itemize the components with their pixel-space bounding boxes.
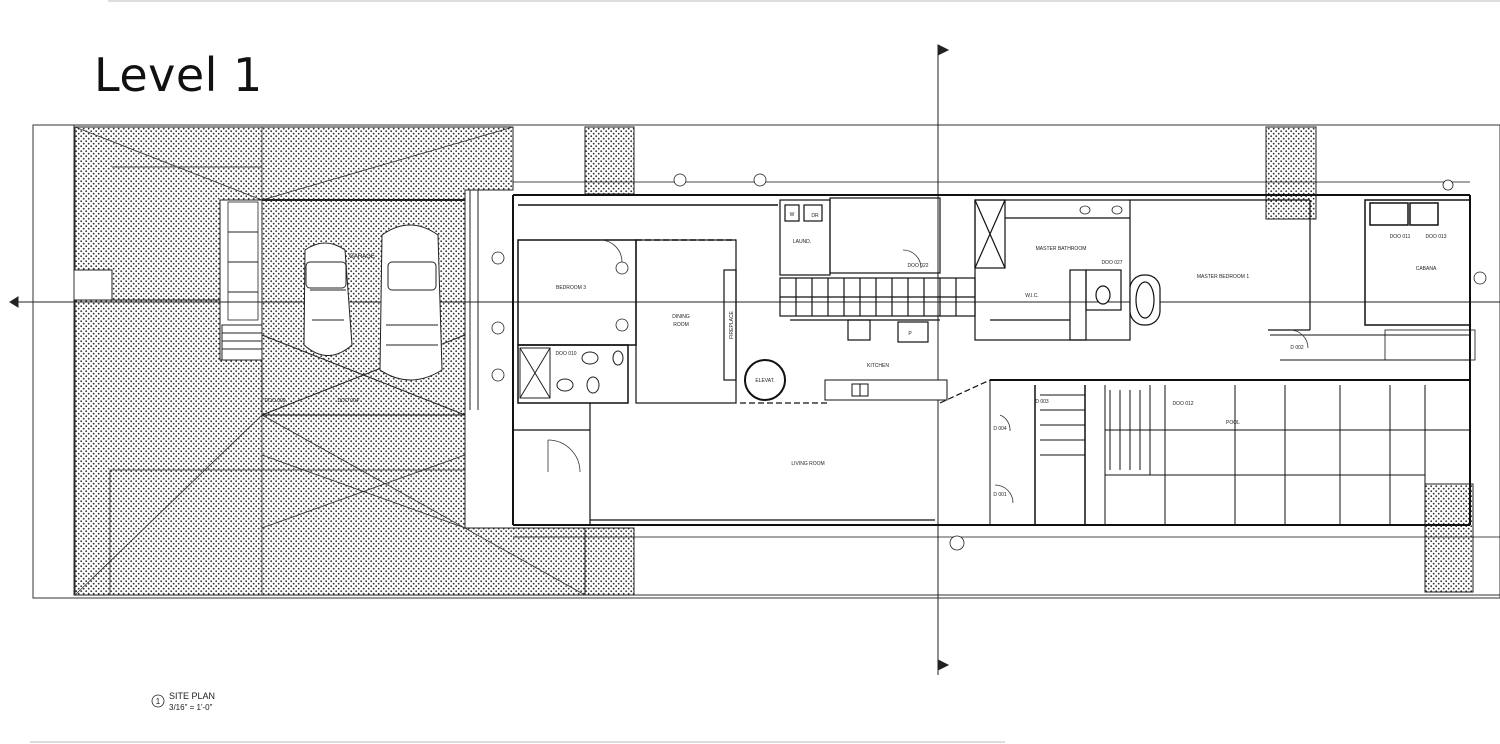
room-label-cabana: CABANA: [1416, 266, 1437, 272]
room-label-fireplace: FIREPLACE: [729, 310, 735, 338]
laundry-and-stairs: [740, 197, 991, 404]
elevator-shaft: [744, 359, 786, 401]
caption-title: SITE PLAN: [169, 691, 215, 701]
kitchen-island: [824, 379, 948, 401]
door-swings: [547, 239, 1309, 504]
bedroom-3-walls: [517, 204, 778, 404]
door-tag: D 001: [993, 492, 1007, 498]
cabana: [1364, 199, 1476, 361]
room-label-master-bathroom: MASTER BATHROOM: [1036, 246, 1087, 252]
room-label-dining-2: ROOM: [673, 322, 689, 328]
door-tag: D 002: [1290, 345, 1304, 351]
caption-number: 1: [156, 697, 161, 706]
room-label-kitchen: KITCHEN: [867, 363, 889, 369]
door-tag: DOO 009: [264, 398, 285, 404]
door-tags: DOO 004 DOO 009 DOO 010 DOO 027 DOO 022 …: [264, 234, 1446, 498]
door-tag: D 003: [1035, 399, 1049, 405]
door-tag: DOO 010: [555, 351, 576, 357]
grid-bubbles: [491, 173, 1487, 551]
car-icon: [379, 224, 443, 381]
bathroom-fixtures: [519, 347, 624, 399]
room-label-bedroom3: BEDROOM 3: [556, 285, 586, 291]
pool-deck: [989, 334, 1470, 525]
pantry-label: P: [908, 331, 912, 337]
room-label-pool: POOL: [1226, 420, 1240, 426]
door-tag: DOO 013: [1425, 234, 1446, 240]
roof-lines: [74, 126, 586, 596]
room-label-master-bedroom: MASTER BEDROOM 1: [1197, 274, 1249, 280]
master-suite: [974, 199, 1311, 341]
laundry-dr-label: DR: [811, 213, 819, 219]
drawing-caption: 1 SITE PLAN 3/16" = 1'-0": [151, 691, 215, 712]
door-tag: DOO 011: [1390, 234, 1411, 240]
room-label-elevator: ELEVAT.: [755, 378, 774, 384]
door-tag: D 004: [993, 426, 1007, 432]
exterior-walls: [512, 181, 1500, 538]
master-bath-sinks: [1079, 205, 1123, 215]
caption-number-bubble: [151, 694, 165, 708]
room-label-living-room: LIVING ROOM: [791, 461, 824, 467]
door-tag: DOO 012: [1172, 401, 1193, 407]
door-tag: DOO 004: [337, 398, 358, 404]
laundry-w-label: W: [790, 212, 795, 218]
door-tag: DOO 027: [1101, 260, 1122, 266]
dining-room: [635, 239, 737, 404]
page-title: Level 1: [94, 48, 263, 102]
property-outline: [32, 124, 1500, 599]
caption-scale: 3/16" = 1'-0": [169, 703, 213, 712]
living-room: [513, 403, 935, 525]
door-tag: DOO 022: [907, 263, 928, 269]
room-label-laundry: LAUND.: [793, 239, 811, 245]
car-icon: [303, 242, 353, 356]
room-label-wic: W.I.C.: [1025, 293, 1039, 299]
room-label-dining-1: DINING: [672, 314, 690, 320]
room-label-garage: GARAGE: [349, 254, 375, 260]
